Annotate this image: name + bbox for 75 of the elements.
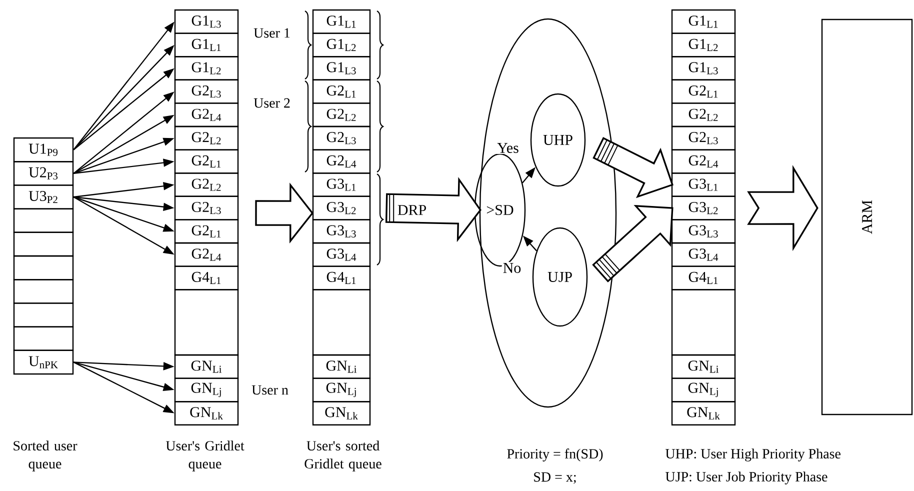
process-box: ARM — [821, 18, 913, 416]
queue-cell: G2$_{L1}$ — [671, 79, 736, 104]
queue-cell: G1$_{L2}$ — [671, 32, 736, 58]
queue-cell: GN$_{Lk}$ — [671, 401, 736, 426]
queue-cell: GN$_{Li}$ — [174, 354, 239, 379]
queue-cell: G2$_{L2}$ — [312, 102, 371, 128]
block-arrow — [747, 164, 818, 252]
text-label: UHP: User High Priority Phase — [666, 448, 840, 462]
queue-cell: G1$_{L3}$ — [312, 56, 371, 80]
queue-cell — [174, 289, 239, 356]
queue-cell: G2$_{L1}$ — [174, 219, 239, 244]
queue-cell: G4$_{L1}$ — [174, 266, 239, 290]
queue-cell: G3$_{L2}$ — [671, 196, 736, 220]
text-label: User's sorted Gridlet queue — [304, 440, 382, 472]
queue-cell: G2$_{L3}$ — [174, 79, 239, 104]
queue-cell: GN$_{Lj}$ — [174, 378, 239, 402]
edge-label: DRP — [398, 205, 426, 215]
queue-cell: G3$_{L2}$ — [312, 196, 371, 220]
block-arrow — [255, 182, 314, 244]
queue-cell: G4$_{L1}$ — [671, 266, 736, 290]
queue-cell: G3$_{L3}$ — [312, 219, 371, 244]
queue-cell: GN$_{Li}$ — [312, 354, 371, 379]
edge-label: Yes — [496, 142, 520, 154]
queue-cell: G2$_{L3}$ — [671, 126, 736, 150]
queue-cell: G2$_{L1}$ — [174, 149, 239, 174]
queue-cell — [312, 289, 371, 356]
queue-cell — [13, 279, 74, 304]
queue-cell: GN$_{Li}$ — [671, 354, 736, 379]
queue-cell: G3$_{L1}$ — [312, 172, 371, 197]
text-label: UJP: User Job Priority Phase — [666, 472, 828, 484]
queue-cell: G1$_{L2}$ — [312, 32, 371, 58]
queue-cell — [13, 326, 74, 351]
queue-cell: G2$_{L1}$ — [312, 79, 371, 104]
queue-cell: G3$_{L1}$ — [671, 172, 736, 197]
queue-cell: U2$_{P3}$ — [13, 161, 74, 186]
queue-cell: G2$_{L2}$ — [671, 102, 736, 128]
queue-cell: G2$_{L4}$ — [174, 102, 239, 128]
text-label: SD = x; — [534, 472, 576, 484]
queue-cell: U$_{nPK}$ — [13, 350, 74, 375]
text-label: User 2 — [254, 98, 290, 108]
queue-cell: G2$_{L3}$ — [174, 196, 239, 220]
queue-cell — [13, 208, 74, 233]
queue-cell — [13, 232, 74, 257]
queue-cell: GN$_{Lk}$ — [174, 401, 239, 426]
queue-cell — [13, 302, 74, 328]
queue-cell — [671, 289, 736, 356]
text-label: User n — [252, 385, 288, 395]
queue-cell: U1$_{P9}$ — [13, 137, 74, 162]
queue-cell: GN$_{Lj}$ — [671, 378, 736, 402]
queue-cell: GN$_{Lj}$ — [312, 378, 371, 402]
container-ellipse — [479, 18, 617, 408]
queue-cell — [13, 255, 74, 280]
queue-cell: G1$_{L1}$ — [671, 9, 736, 34]
queue-cell: U3$_{P2}$ — [13, 184, 74, 210]
text-label: Sorted user queue — [14, 440, 78, 472]
queue-cell: G1$_{L1}$ — [174, 32, 239, 58]
text-label: User 1 — [254, 28, 290, 38]
queue-cell: G3$_{L3}$ — [671, 219, 736, 244]
queue-cell: G2$_{L4}$ — [312, 149, 371, 174]
queue-cell: G2$_{L2}$ — [174, 172, 239, 197]
queue-cell: GN$_{Lk}$ — [312, 401, 371, 426]
queue-cell: G3$_{L4}$ — [671, 242, 736, 267]
queue-cell: G2$_{L4}$ — [671, 149, 736, 174]
queue-cell: G2$_{L4}$ — [174, 242, 239, 267]
text-label: Priority = fn(SD) — [507, 448, 603, 462]
queue-cell: G3$_{L4}$ — [312, 242, 371, 267]
queue-cell: G1$_{L3}$ — [671, 56, 736, 80]
queue-cell: G4$_{L1}$ — [312, 266, 371, 290]
edge-label: No — [502, 262, 522, 274]
queue-cell: G1$_{L1}$ — [312, 9, 371, 34]
queue-cell: G2$_{L2}$ — [174, 126, 239, 150]
queue-cell: G1$_{L3}$ — [174, 9, 239, 34]
queue-cell: G1$_{L2}$ — [174, 56, 239, 80]
queue-cell: G2$_{L3}$ — [312, 126, 371, 150]
text-label: User's Gridlet queue — [166, 440, 244, 472]
